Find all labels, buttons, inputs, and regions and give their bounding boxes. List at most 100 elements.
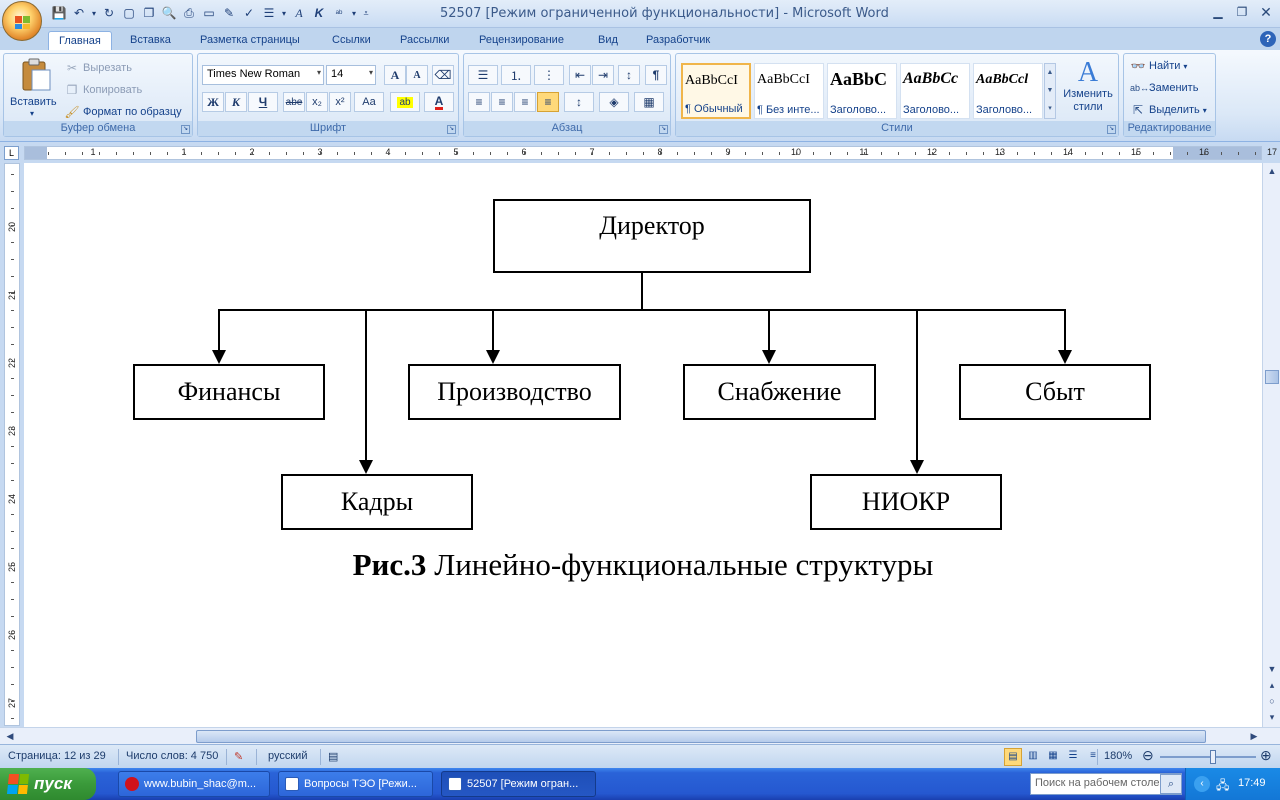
tab-references[interactable]: Ссылки — [332, 34, 371, 46]
tab-selector-button[interactable]: L — [4, 146, 19, 160]
print-layout-icon[interactable]: ▤ — [1004, 748, 1022, 766]
font-size-combo[interactable]: 14 ▾ — [326, 65, 376, 85]
copy-page-icon[interactable]: ❐ — [143, 6, 155, 20]
paste-button[interactable]: Вставить ▾ — [8, 56, 60, 120]
org-box-personnel[interactable]: Кадры — [281, 474, 473, 530]
font-color-icon[interactable]: A — [295, 5, 303, 20]
dropdown-icon[interactable]: ▾ — [281, 8, 286, 18]
clear-formatting-icon[interactable]: ⌫ — [432, 65, 454, 85]
subscript-button[interactable]: x₂ — [306, 92, 328, 112]
shrink-font-button[interactable]: A — [406, 65, 428, 85]
undo-icon[interactable]: ↶ — [73, 6, 85, 20]
proofing-icon[interactable]: ✎ — [234, 751, 244, 763]
strikethrough-button[interactable]: abe — [283, 92, 305, 112]
org-box-finance[interactable]: Финансы — [133, 364, 325, 420]
desktop-search-input[interactable]: Поиск на рабочем столе — [1030, 773, 1182, 795]
tab-home[interactable]: Главная — [48, 31, 112, 50]
bold-button[interactable]: Ж — [202, 92, 224, 112]
full-screen-reading-icon[interactable]: ▥ — [1028, 750, 1038, 761]
align-center-icon[interactable]: ≡ — [491, 92, 513, 112]
style-normal[interactable]: AaBbCcI ¶ Обычный — [681, 63, 751, 119]
horizontal-scrollbar[interactable]: ◀ ▶ — [0, 727, 1280, 744]
zoom-slider-thumb[interactable] — [1210, 750, 1216, 764]
org-box-director[interactable]: Директор — [493, 199, 811, 273]
spelling-icon[interactable]: ✓ — [243, 6, 255, 20]
network-icon[interactable]: 🖧 — [1216, 778, 1230, 792]
multilevel-list-icon[interactable]: ⋮ — [534, 65, 564, 85]
justify-icon[interactable]: ≡ — [537, 92, 559, 112]
style-heading2[interactable]: AaBbCc Заголово... — [900, 63, 970, 119]
language-indicator[interactable]: русский — [268, 750, 308, 762]
tab-mailings[interactable]: Рассылки — [400, 34, 450, 46]
document-page[interactable]: Директор Финансы Производство Снабжение … — [24, 163, 1262, 727]
decrease-indent-icon[interactable]: ⇤ — [569, 65, 591, 85]
dialog-launcher-icon[interactable]: ↘ — [1107, 125, 1116, 134]
align-left-icon[interactable]: ≡ — [468, 92, 490, 112]
increase-indent-icon[interactable]: ⇥ — [592, 65, 614, 85]
zoom-in-icon[interactable]: ⊕ — [1260, 747, 1272, 763]
redo-icon[interactable]: ↻ — [103, 6, 115, 20]
new-doc-icon[interactable]: ▭ — [203, 6, 215, 20]
taskbar-item-opera[interactable]: www.bubin_shac@m... — [118, 771, 270, 797]
line-spacing-icon[interactable]: ↕ — [564, 92, 594, 112]
change-case-button[interactable]: Aa — [354, 92, 384, 112]
format-painter-button[interactable]: 🖌 Формат по образцу — [64, 102, 181, 122]
shading-icon[interactable]: ◈ — [599, 92, 629, 112]
save-icon[interactable]: 💾 — [51, 6, 67, 20]
edit-icon[interactable]: ✎ — [223, 6, 235, 20]
style-no-spacing[interactable]: AaBbCcI ¶ Без инте... — [754, 63, 824, 119]
font-name-combo[interactable]: Times New Roman ▾ — [202, 65, 324, 85]
help-icon[interactable]: ? — [1260, 31, 1276, 47]
grow-font-button[interactable]: A — [384, 65, 406, 85]
zoom-level[interactable]: 180% — [1104, 750, 1133, 762]
change-styles-button[interactable]: A Изменить стили — [1060, 58, 1116, 120]
scroll-left-icon[interactable]: ◀ — [6, 731, 14, 741]
select-button[interactable]: ⇱ Выделить ▾ — [1130, 100, 1207, 120]
office-button[interactable] — [2, 1, 42, 41]
taskbar-item-word-doc2[interactable]: 52507 [Режим огран... — [441, 771, 596, 797]
close-button[interactable]: ✕ — [1260, 3, 1272, 20]
underline-button[interactable]: Ч — [248, 92, 278, 112]
bullets-icon[interactable]: ☰ — [468, 65, 498, 85]
page-icon[interactable]: ▢ — [123, 6, 135, 20]
org-box-sales[interactable]: Сбыт — [959, 364, 1151, 420]
prev-page-icon[interactable]: ▴ — [1269, 680, 1275, 690]
list-icon[interactable]: ☰ — [263, 6, 275, 20]
dialog-launcher-icon[interactable]: ↘ — [659, 125, 668, 134]
cut-button[interactable]: ✂ Вырезать — [64, 58, 132, 78]
borders-icon[interactable]: ▦ — [634, 92, 664, 112]
highlight-icon[interactable]: ab — [390, 92, 420, 112]
replace-button[interactable]: ab↔ Заменить — [1130, 78, 1198, 98]
tray-expand-icon[interactable]: ‹ — [1194, 776, 1210, 792]
restore-button[interactable]: ❐ — [1236, 5, 1248, 19]
tab-view[interactable]: Вид — [598, 34, 618, 46]
scroll-right-icon[interactable]: ▶ — [1250, 731, 1258, 741]
print-icon[interactable]: ⎙ — [184, 5, 194, 20]
sort-icon[interactable]: ↕ — [618, 65, 640, 85]
next-page-icon[interactable]: ▾ — [1269, 712, 1275, 722]
numbering-icon[interactable]: ⒈ — [501, 65, 531, 85]
dialog-launcher-icon[interactable]: ↘ — [447, 125, 456, 134]
org-box-rnd[interactable]: НИОКР — [810, 474, 1002, 530]
horizontal-ruler[interactable]: 11234567891011121314151617 — [24, 146, 1277, 160]
customize-qat-icon[interactable]: ⩡ — [363, 7, 369, 18]
outline-icon[interactable]: ☰ — [1068, 750, 1078, 761]
scroll-down-icon[interactable]: ▼ — [1267, 664, 1277, 674]
print-preview-icon[interactable]: 🔍 — [161, 6, 177, 20]
select-browse-object-icon[interactable]: ○ — [1269, 696, 1275, 706]
style-heading3[interactable]: AaBbCcl Заголово... — [973, 63, 1043, 119]
draft-icon[interactable]: ≡ — [1090, 750, 1096, 761]
minimize-button[interactable]: ▁ — [1213, 5, 1223, 19]
tab-developer[interactable]: Разработчик — [646, 34, 711, 46]
show-marks-button[interactable]: ¶ — [645, 65, 667, 85]
page-indicator[interactable]: Страница: 12 из 29 — [8, 750, 106, 762]
copy-button[interactable]: ❐ Копировать — [64, 80, 143, 100]
zoom-slider[interactable] — [1160, 750, 1256, 764]
italic-button[interactable]: К — [225, 92, 247, 112]
tab-review[interactable]: Рецензирование — [479, 34, 564, 46]
zoom-out-icon[interactable]: ⊖ — [1142, 747, 1154, 763]
styles-scroll[interactable]: ▲▼▾ — [1044, 63, 1056, 119]
tab-page-layout[interactable]: Разметка страницы — [200, 34, 300, 46]
taskbar-item-word-doc1[interactable]: Вопросы ТЭО [Режи... — [278, 771, 433, 797]
